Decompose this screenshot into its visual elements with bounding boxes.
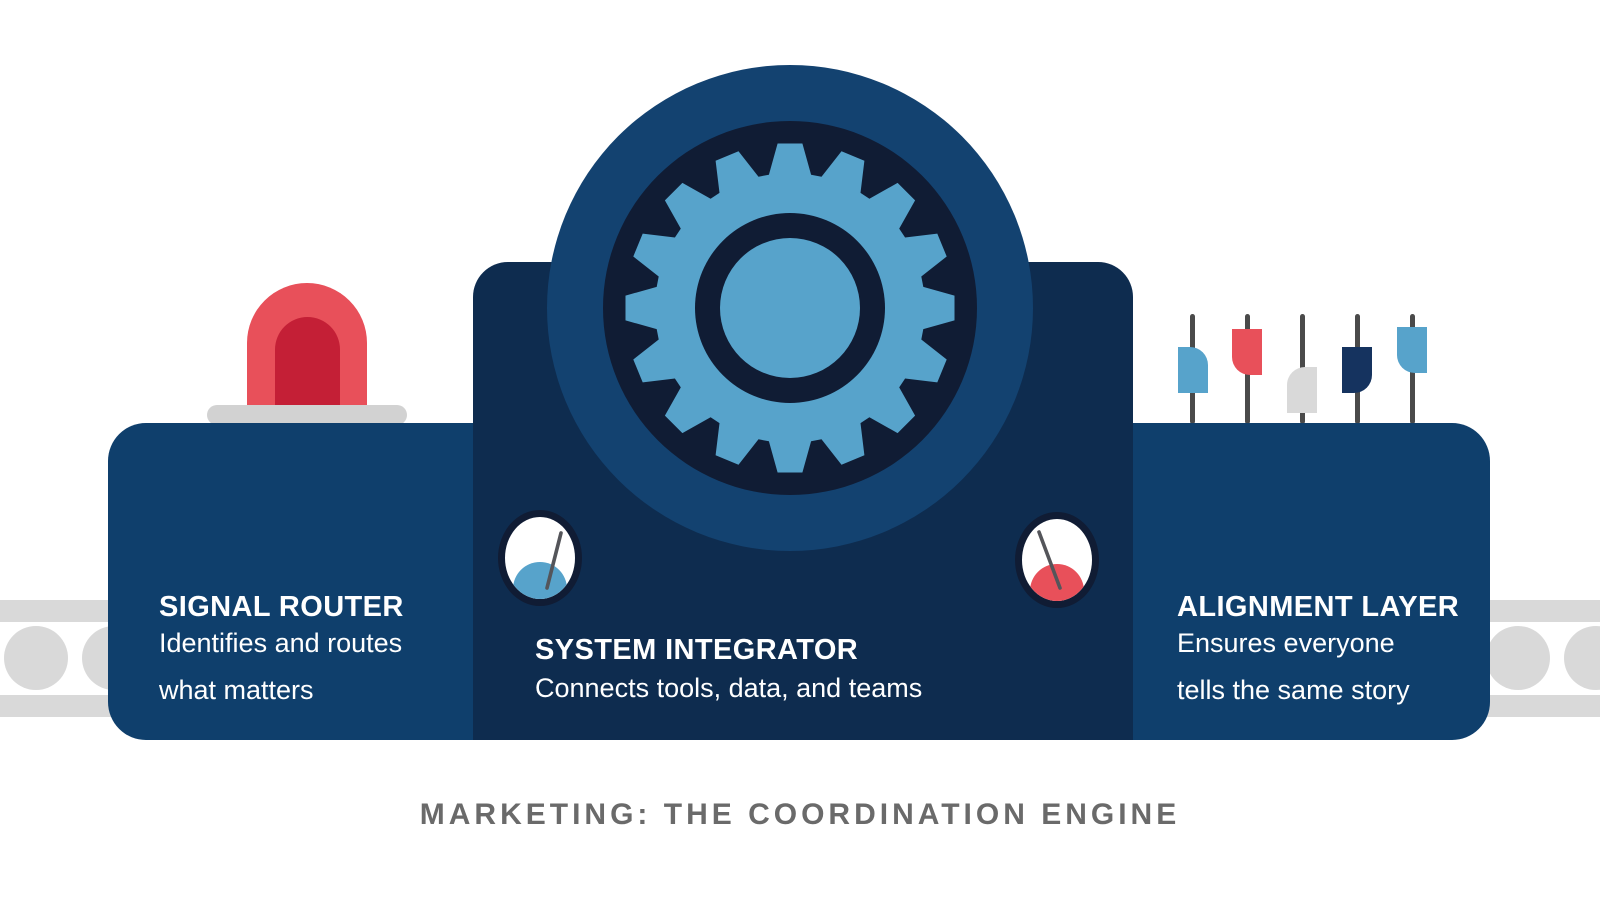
gauge-red-icon (1015, 512, 1099, 608)
slider-handle (1178, 347, 1208, 393)
description-line: what matters (159, 675, 314, 705)
alignment-layer-panel (1133, 423, 1490, 740)
alignment-layer-heading: ALIGNMENT LAYER (1177, 591, 1460, 623)
signal-router-heading: SIGNAL ROUTER (159, 591, 404, 623)
siren-dome-inner (275, 317, 340, 407)
gauge-red-zone (1030, 564, 1084, 601)
belt-roller (1486, 626, 1550, 690)
gear-icon (547, 65, 1033, 551)
alignment-layer-description: Ensures everyone tells the same story (1177, 620, 1410, 714)
slider-handle (1397, 327, 1427, 373)
slider-handle (1342, 347, 1372, 393)
slider-handle (1232, 329, 1262, 375)
system-integrator-heading: SYSTEM INTEGRATOR (535, 634, 859, 666)
slider-handle (1287, 367, 1317, 413)
signal-router-panel (108, 423, 473, 740)
description-line: tells the same story (1177, 675, 1410, 705)
description-line: Identifies and routes (159, 628, 403, 658)
gauge-blue-icon (498, 510, 582, 606)
description-line: Connects tools, data, and teams (535, 673, 923, 703)
system-integrator-description: Connects tools, data, and teams (535, 665, 922, 712)
gauge-blue-zone (513, 562, 567, 599)
gauge-needle (545, 531, 563, 590)
gauge-needle (1037, 530, 1062, 590)
main-title: MARKETING: THE COORDINATION ENGINE (419, 798, 1181, 831)
description-line: Ensures everyone (1177, 628, 1395, 658)
signal-router-description: Identifies and routes what matters (159, 620, 402, 714)
siren-base (207, 405, 407, 425)
belt-roller (1564, 626, 1600, 690)
gear-hub (720, 238, 860, 378)
belt-roller (4, 626, 68, 690)
